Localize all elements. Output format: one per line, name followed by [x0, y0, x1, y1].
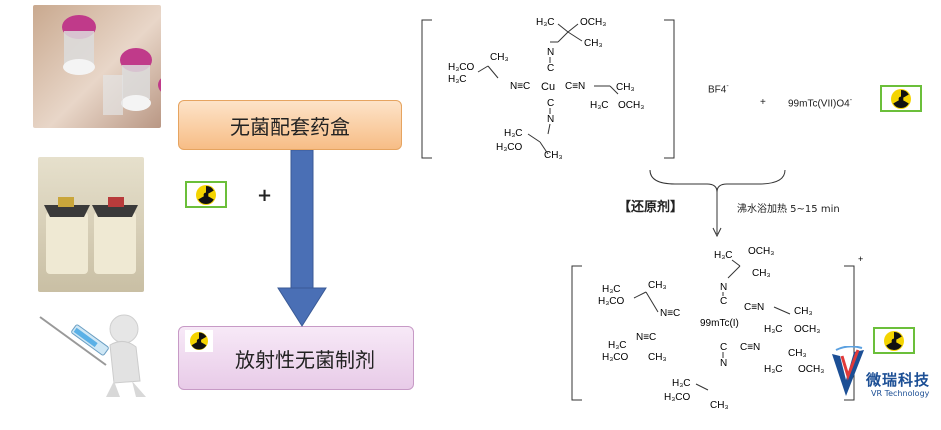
svg-text:N≡C: N≡C [636, 332, 656, 343]
svg-text:CH₃: CH₃ [710, 400, 729, 411]
svg-text:CH₃: CH₃ [616, 82, 635, 93]
svg-text:CH₃: CH₃ [648, 352, 667, 363]
svg-text:C: C [720, 296, 727, 307]
vials-image [33, 5, 161, 128]
svg-text:C≡N: C≡N [740, 342, 760, 353]
svg-text:H₃C: H₃C [590, 100, 609, 111]
svg-text:OCH₃: OCH₃ [618, 100, 644, 111]
svg-text:CH₃: CH₃ [584, 38, 603, 49]
svg-text:N≡C: N≡C [510, 81, 530, 92]
svg-text:OCH₃: OCH₃ [798, 364, 824, 375]
svg-text:H₃CO: H₃CO [448, 62, 475, 73]
svg-text:99mTc(I): 99mTc(I) [700, 318, 739, 329]
svg-text:H₃C: H₃C [672, 378, 691, 389]
svg-text:N≡C: N≡C [660, 308, 680, 319]
svg-text:CH₃: CH₃ [788, 348, 807, 359]
svg-text:+: + [858, 254, 863, 264]
kit-box: 无菌配套药盒 [178, 100, 402, 150]
radiation-icon [185, 330, 213, 352]
reaction-brace [649, 169, 786, 238]
svg-text:H₃CO: H₃CO [496, 142, 523, 153]
svg-text:C: C [720, 342, 727, 353]
svg-text:N: N [720, 282, 727, 293]
syringe-person-image [32, 307, 152, 400]
svg-text:H₃C: H₃C [536, 17, 555, 28]
svg-text:OCH₃: OCH₃ [794, 324, 820, 335]
product-box: 放射性无菌制剂 [178, 326, 414, 390]
radiation-icon [185, 181, 227, 208]
kit-label: 无菌配套药盒 [230, 114, 350, 139]
svg-text:Cu: Cu [541, 81, 555, 93]
svg-text:H₃CO: H₃CO [598, 296, 625, 307]
svg-text:N: N [547, 47, 554, 58]
svg-text:N: N [547, 114, 554, 125]
svg-text:H₃C: H₃C [764, 324, 783, 335]
reactant-structure: H₃C OCH₃ CH₃ N C H₃CO H₃C CH₃ N≡C Cu C≡N… [421, 17, 675, 161]
svg-text:H₃C: H₃C [602, 284, 621, 295]
svg-text:CH₃: CH₃ [752, 268, 771, 279]
svg-text:OCH₃: OCH₃ [580, 17, 606, 28]
radiation-icon [880, 85, 922, 112]
bf4-label: BF4- [708, 83, 729, 96]
reducing-agent-label: 【还原剂】 [618, 200, 684, 215]
svg-text:C≡N: C≡N [744, 302, 764, 313]
tc-reagent-label: 99mTc(VII)O4- [788, 97, 853, 110]
svg-text:C: C [547, 98, 554, 109]
brand-subtitle: VR Technology [871, 389, 930, 398]
brand-name: 微瑞科技 [866, 371, 931, 389]
vr-logo-icon [832, 346, 864, 396]
svg-text:H₃CO: H₃CO [664, 392, 691, 403]
svg-text:H₃C: H₃C [714, 250, 733, 261]
product-structure: + H₃C OCH₃ CH₃ N C 99mTc(I) H₃C H₃CO CH₃… [571, 246, 863, 411]
svg-text:CH₃: CH₃ [648, 280, 667, 291]
svg-text:H₃CO: H₃CO [602, 352, 629, 363]
process-arrow [277, 150, 327, 327]
svg-text:C: C [547, 63, 554, 74]
svg-text:CH₃: CH₃ [490, 52, 509, 63]
svg-text:N: N [720, 358, 727, 369]
plus-sign: + [760, 97, 766, 108]
plus-sign: + [257, 185, 273, 206]
svg-text:H₃C: H₃C [608, 340, 627, 351]
svg-text:OCH₃: OCH₃ [748, 246, 774, 257]
svg-text:C≡N: C≡N [565, 81, 585, 92]
svg-text:H₃C: H₃C [764, 364, 783, 375]
svg-text:H₃C: H₃C [504, 128, 523, 139]
product-label: 放射性无菌制剂 [235, 347, 375, 372]
svg-text:CH₃: CH₃ [544, 150, 563, 161]
radiation-icon [873, 327, 915, 354]
svg-text:H₃C: H₃C [448, 74, 467, 85]
svg-text:CH₃: CH₃ [794, 306, 813, 317]
lead-pig-image [38, 157, 144, 292]
heating-condition: 沸水浴加热 5~15 min [737, 204, 840, 215]
